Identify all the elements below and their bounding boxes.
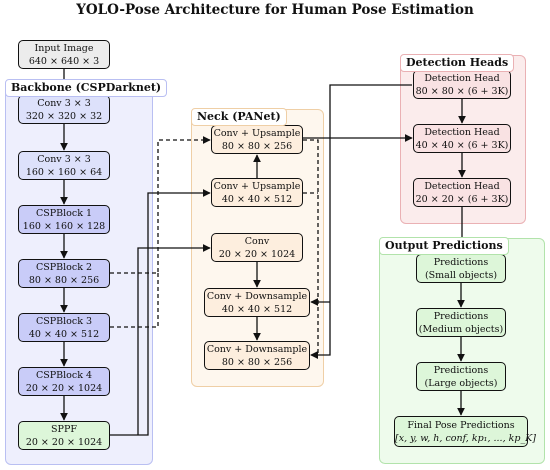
neck-upsample1-name: Conv + Upsample	[213, 127, 301, 139]
input-image-dims: 640 × 640 × 3	[28, 55, 100, 67]
cspblock2-dims: 80 × 80 × 256	[28, 274, 100, 286]
neck-downsample2-dims: 80 × 80 × 256	[221, 356, 293, 368]
prediction-large-node: Predictions (Large objects)	[416, 362, 506, 391]
neck-upsample2-dims: 40 × 40 × 512	[221, 193, 293, 205]
neck-downsample1-node: Conv + Downsample 40 × 40 × 512	[204, 288, 310, 317]
neck-upsample2-node: Conv + Upsample 40 × 40 × 512	[211, 178, 303, 207]
detection-head3-dims: 20 × 20 × (6 + 3K)	[415, 193, 509, 205]
detection-head1-node: Detection Head 80 × 80 × (6 + 3K)	[413, 70, 511, 99]
detection-head1-dims: 80 × 80 × (6 + 3K)	[415, 85, 509, 97]
final-pose-predictions-name: Final Pose Predictions	[407, 419, 515, 431]
neck-label: Neck (PANet)	[191, 108, 287, 126]
input-image-node: Input Image 640 × 640 × 3	[18, 40, 110, 69]
edge-csp4-neckconv	[137, 244, 211, 435]
neck-upsample1-dims: 80 × 80 × 256	[221, 140, 293, 152]
cspblock4-dims: 20 × 20 × 1024	[25, 382, 103, 394]
prediction-large-dims: (Large objects)	[424, 377, 498, 389]
detection-heads-label: Detection Heads	[400, 54, 515, 72]
cspblock1-dims: 160 × 160 × 128	[22, 220, 106, 232]
conv2-node: Conv 3 × 3 160 × 160 × 64	[18, 151, 110, 180]
prediction-medium-node: Predictions (Medium objects)	[416, 308, 506, 337]
prediction-small-node: Predictions (Small objects)	[416, 254, 506, 283]
prediction-small-name: Predictions	[433, 256, 489, 268]
sppf-dims: 20 × 20 × 1024	[25, 436, 103, 448]
edge-sppf-upsample2	[110, 189, 211, 436]
prediction-medium-dims: (Medium objects)	[418, 323, 504, 335]
neck-conv-name: Conv	[244, 235, 270, 247]
detection-head2-name: Detection Head	[424, 126, 500, 138]
prediction-medium-name: Predictions	[433, 310, 489, 322]
cspblock1-node: CSPBlock 1 160 × 160 × 128	[18, 205, 110, 234]
detection-head3-node: Detection Head 20 × 20 × (6 + 3K)	[413, 178, 511, 207]
output-predictions-label: Output Predictions	[379, 237, 509, 255]
cspblock3-name: CSPBlock 3	[35, 315, 93, 327]
detection-head3-name: Detection Head	[424, 180, 500, 192]
detection-head2-node: Detection Head 40 × 40 × (6 + 3K)	[413, 124, 511, 153]
neck-downsample1-name: Conv + Downsample	[206, 290, 308, 302]
cspblock1-name: CSPBlock 1	[35, 207, 93, 219]
edge-csp2-upsample1	[110, 136, 211, 274]
edge-csp3-lateral	[110, 273, 159, 328]
neck-upsample2-name: Conv + Upsample	[213, 180, 301, 192]
final-pose-predictions-node: Final Pose Predictions [x, y, w, h, conf…	[394, 416, 537, 447]
cspblock2-node: CSPBlock 2 80 × 80 × 256	[18, 259, 110, 288]
conv1-dims: 320 × 320 × 32	[25, 110, 103, 122]
cspblock3-dims: 40 × 40 × 512	[28, 328, 100, 340]
cspblock3-node: CSPBlock 3 40 × 40 × 512	[18, 313, 110, 342]
prediction-small-dims: (Small objects)	[424, 269, 498, 281]
detection-head2-dims: 40 × 40 × (6 + 3K)	[415, 139, 509, 151]
conv2-name: Conv 3 × 3	[37, 153, 91, 165]
conv1-name: Conv 3 × 3	[37, 97, 91, 109]
conv1-node: Conv 3 × 3 320 × 320 × 32	[18, 95, 110, 124]
sppf-name: SPPF	[51, 423, 77, 435]
neck-conv-dims: 20 × 20 × 1024	[218, 248, 296, 260]
neck-downsample1-dims: 40 × 40 × 512	[221, 303, 293, 315]
cspblock4-name: CSPBlock 4	[35, 369, 93, 381]
neck-downsample2-name: Conv + Downsample	[206, 343, 308, 355]
final-pose-predictions-dims: [x, y, w, h, conf, kp₁, ..., kp_K]	[395, 432, 537, 444]
conv2-dims: 160 × 160 × 64	[25, 166, 103, 178]
neck-conv-node: Conv 20 × 20 × 1024	[211, 233, 303, 262]
detection-head1-name: Detection Head	[424, 72, 500, 84]
sppf-node: SPPF 20 × 20 × 1024	[18, 421, 110, 450]
prediction-large-name: Predictions	[433, 364, 489, 376]
backbone-label: Backbone (CSPDarknet)	[5, 79, 168, 97]
diagram-title: YOLO-Pose Architecture for Human Pose Es…	[76, 2, 474, 18]
neck-downsample2-node: Conv + Downsample 80 × 80 × 256	[204, 341, 310, 370]
edge-head1-return	[310, 84, 412, 359]
edge-upsample1-downsample2	[303, 139, 319, 359]
cspblock2-name: CSPBlock 2	[35, 261, 93, 273]
cspblock4-node: CSPBlock 4 20 × 20 × 1024	[18, 367, 110, 396]
input-image-name: Input Image	[34, 42, 94, 54]
neck-upsample1-node: Conv + Upsample 80 × 80 × 256	[211, 125, 303, 154]
